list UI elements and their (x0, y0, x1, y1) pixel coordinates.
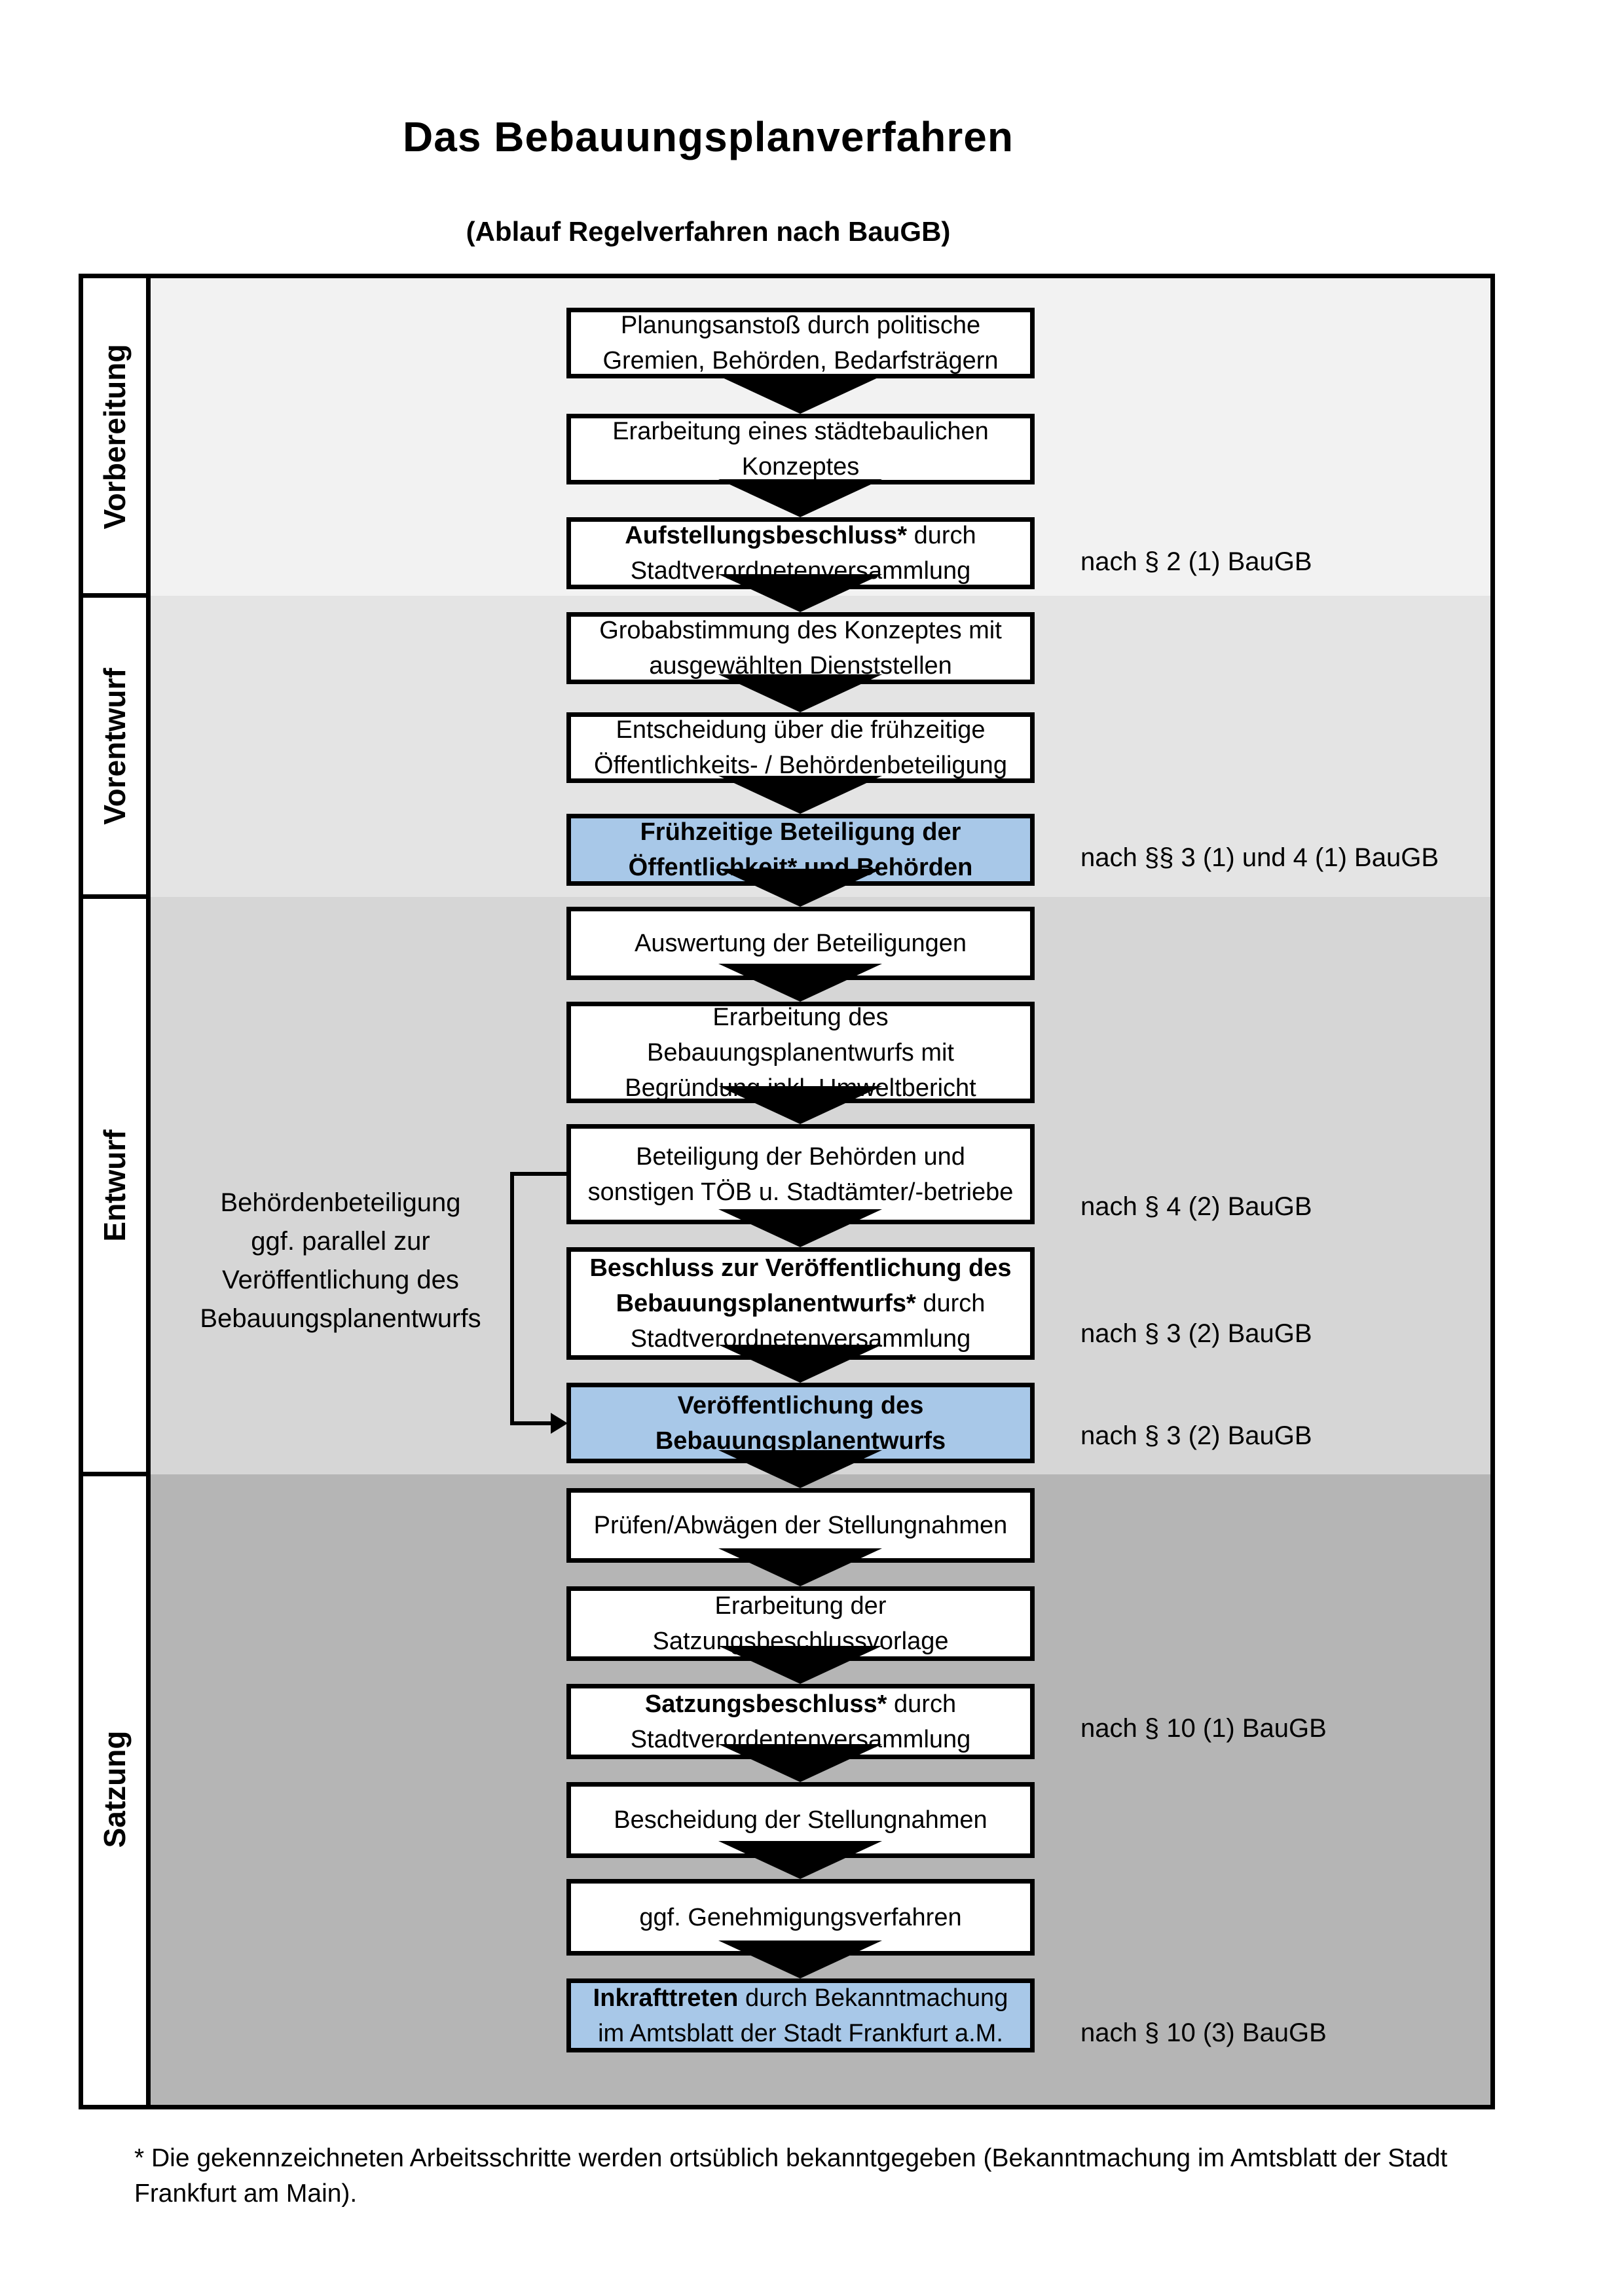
down-arrow (718, 964, 882, 1002)
bracket-arrowhead-icon (551, 1413, 568, 1434)
step-line: Entscheidung über die frühzeitige (616, 716, 986, 744)
legal-ref-4: nach § 3 (2) BauGB (1080, 1319, 1312, 1348)
step-line: Gremien, Behörden, Bedarfsträgern (602, 347, 999, 374)
step-line: im Amtsblatt der Stadt Frankfurt a.M. (598, 2019, 1003, 2047)
annotation-line: Veröffentlichung des (222, 1266, 459, 1294)
footnote-line: * Die gekennzeichneten Arbeitsschritte w… (134, 2144, 1448, 2172)
step-line: Auswertung der Beteiligungen (634, 930, 967, 957)
down-arrow (718, 1345, 882, 1383)
step-line: Öffentlichkeits- / Behördenbeteiligung (594, 752, 1007, 779)
annotation-line: Behördenbeteiligung (220, 1188, 461, 1217)
legal-ref-5: nach § 3 (2) BauGB (1080, 1421, 1312, 1450)
step-line: Bebauungsplanentwurfs* durch (616, 1290, 986, 1317)
footnote-line: Frankfurt am Main). (134, 2179, 358, 2208)
step-line: Aufstellungsbeschluss* durch (625, 522, 976, 549)
legal-ref-1: nach § 2 (1) BauGB (1080, 547, 1312, 576)
step-box-17-highlighted: Inkrafttreten durch Bekanntmachung im Am… (566, 1978, 1035, 2052)
phase-separator (83, 894, 146, 899)
step-line: Erarbeitung eines städtebaulichen (612, 418, 989, 445)
step-box-4: Grobabstimmung des Konzeptes mit ausgewä… (566, 612, 1035, 684)
step-line: ggf. Genehmigungsverfahren (639, 1903, 962, 1931)
phase-label-vorbereitung: Vorbereitung (98, 344, 132, 530)
down-arrow (718, 1941, 882, 1978)
step-line: Veröffentlichung des (677, 1391, 924, 1419)
step-line: Beschluss zur Veröffentlichung des (589, 1254, 1012, 1282)
step-line: sonstigen TÖB u. Stadtämter/-betriebe (587, 1178, 1014, 1206)
side-annotation: Behördenbeteiligung ggf. parallel zur Ve… (183, 1184, 498, 1338)
step-line: Beteiligung der Behörden und (636, 1142, 965, 1171)
down-arrow (718, 1086, 882, 1124)
phase-label-entwurf: Entwurf (98, 1129, 132, 1242)
phase-label-vorentwurf: Vorentwurf (98, 668, 132, 825)
page-subtitle: (Ablauf Regelverfahren nach BauGB) (466, 216, 951, 247)
down-arrow (718, 376, 882, 414)
bracket-vertical-line (510, 1172, 514, 1423)
down-arrow (718, 574, 882, 612)
step-box-1: Planungsanstoß durch politische Gremien,… (566, 308, 1035, 378)
phase-separator (83, 593, 146, 598)
legal-ref-7: nach § 10 (3) BauGB (1080, 2018, 1327, 2047)
step-box-11-highlighted: Veröffentlichung des Bebauungsplanentwur… (566, 1383, 1035, 1463)
down-arrow (718, 1450, 882, 1488)
down-arrow (718, 776, 882, 814)
step-line: Bebauungsplanentwurfs (655, 1427, 946, 1455)
step-line: Inkrafttreten durch Bekanntmachung (593, 1984, 1008, 2012)
down-arrow (718, 1841, 882, 1879)
step-line: Frühzeitige Beteiligung der (640, 818, 961, 846)
step-line: Satzungsbeschluss* durch (644, 1690, 957, 1718)
bracket-top-line (510, 1172, 566, 1176)
legal-ref-2: nach §§ 3 (1) und 4 (1) BauGB (1080, 843, 1439, 872)
phase-label-satzung: Satzung (98, 1730, 132, 1848)
step-line: Erarbeitung der (714, 1592, 887, 1620)
bracket-bottom-line (510, 1421, 553, 1425)
down-arrow (718, 1548, 882, 1586)
step-box-2: Erarbeitung eines städtebaulichen Konzep… (566, 414, 1035, 484)
phase-label-column (83, 278, 151, 2105)
step-line: Erarbeitung des (712, 1003, 889, 1031)
down-arrow (718, 1209, 882, 1247)
annotation-line: Bebauungsplanentwurfs (200, 1304, 481, 1333)
annotation-line: ggf. parallel zur (251, 1227, 430, 1256)
step-line: Grobabstimmung des Konzeptes mit (599, 617, 1002, 644)
footnote: * Die gekennzeichneten Arbeitsschritte w… (134, 2141, 1503, 2212)
step-line: Bescheidung der Stellungnahmen (614, 1806, 987, 1834)
down-arrow (718, 479, 882, 517)
step-line: Konzeptes (741, 453, 860, 481)
down-arrow (718, 674, 882, 712)
step-box-5: Entscheidung über die frühzeitige Öffent… (566, 712, 1035, 783)
step-box-8: Erarbeitung des Bebauungsplanentwurfs mi… (566, 1002, 1035, 1103)
down-arrow (718, 1646, 882, 1684)
legal-ref-3: nach § 4 (2) BauGB (1080, 1192, 1312, 1221)
legal-ref-6: nach § 10 (1) BauGB (1080, 1714, 1327, 1743)
step-line: Planungsanstoß durch politische (620, 312, 981, 339)
page-title: Das Bebauungsplanverfahren (403, 113, 1014, 160)
down-arrow (718, 869, 882, 907)
down-arrow (718, 1744, 882, 1782)
phase-separator (83, 1472, 146, 1476)
step-line: Bebauungsplanentwurfs mit (647, 1038, 954, 1066)
step-box-10: Beschluss zur Veröffentlichung des Bebau… (566, 1247, 1035, 1360)
step-line: Prüfen/Abwägen der Stellungnahmen (593, 1512, 1008, 1539)
